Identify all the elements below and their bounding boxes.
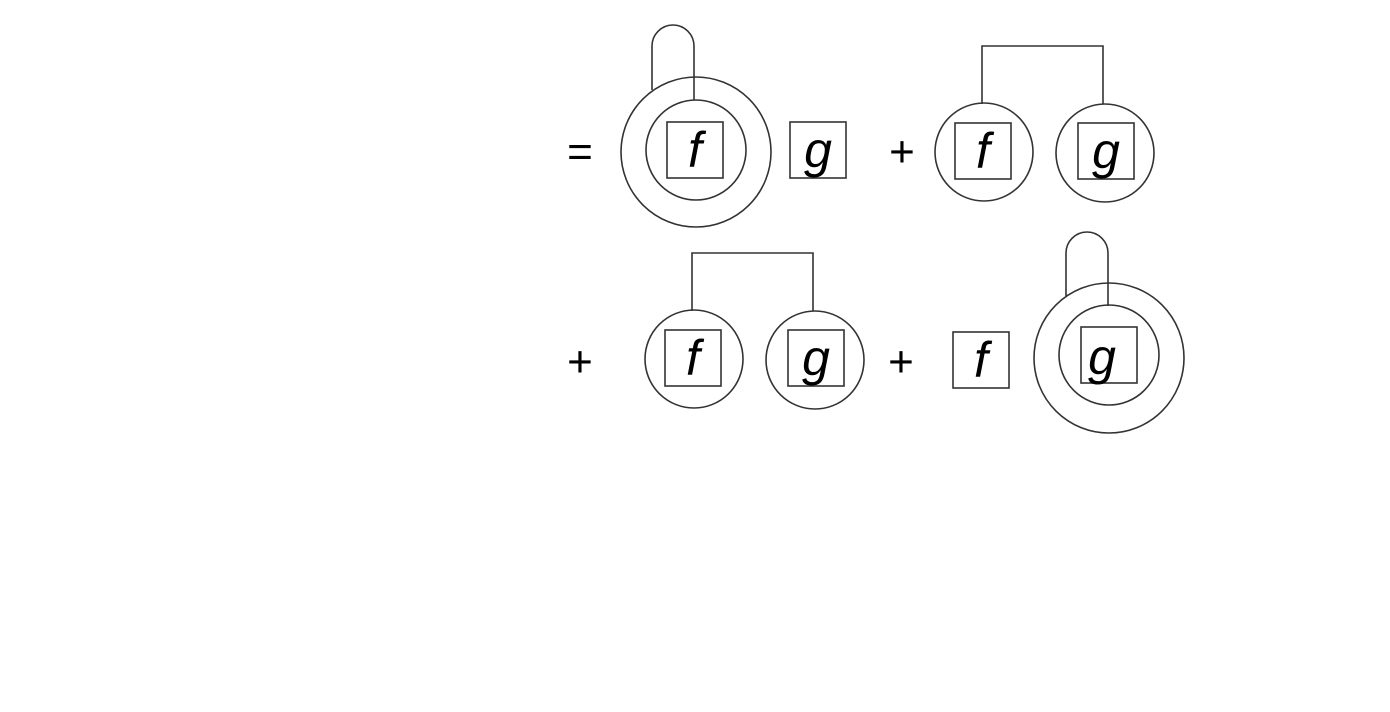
f-box	[664, 329, 722, 387]
g-label: g	[1088, 329, 1116, 385]
g-box	[1077, 122, 1135, 180]
plus-sign-lead: +	[567, 338, 593, 387]
g-box	[1080, 326, 1138, 384]
plus-sign: +	[889, 128, 915, 177]
f-circle	[934, 102, 1034, 202]
inner-circle	[1058, 304, 1160, 406]
term3: f g	[644, 252, 865, 410]
self-loop-wire	[651, 24, 695, 100]
g-label: g	[804, 122, 832, 178]
outer-circle	[620, 76, 772, 228]
f-box	[952, 331, 1010, 389]
f-box	[954, 122, 1012, 180]
outer-circle	[1033, 282, 1185, 434]
connecting-wire	[981, 45, 1104, 104]
plus-sign: +	[888, 338, 914, 387]
g-circle	[1055, 103, 1155, 203]
connecting-wire	[691, 252, 814, 311]
f-circle	[644, 309, 744, 409]
term4: f g	[952, 231, 1185, 434]
equals-sign: =	[567, 128, 593, 177]
g-label: g	[802, 330, 830, 386]
g-box	[789, 121, 847, 179]
f-box	[666, 121, 724, 179]
inner-circle	[645, 99, 747, 201]
term1: f g	[620, 24, 847, 228]
g-label: g	[1092, 123, 1120, 179]
g-box	[787, 329, 845, 387]
term2: f g	[934, 45, 1155, 203]
self-loop-wire	[1065, 231, 1109, 306]
g-circle	[765, 310, 865, 410]
